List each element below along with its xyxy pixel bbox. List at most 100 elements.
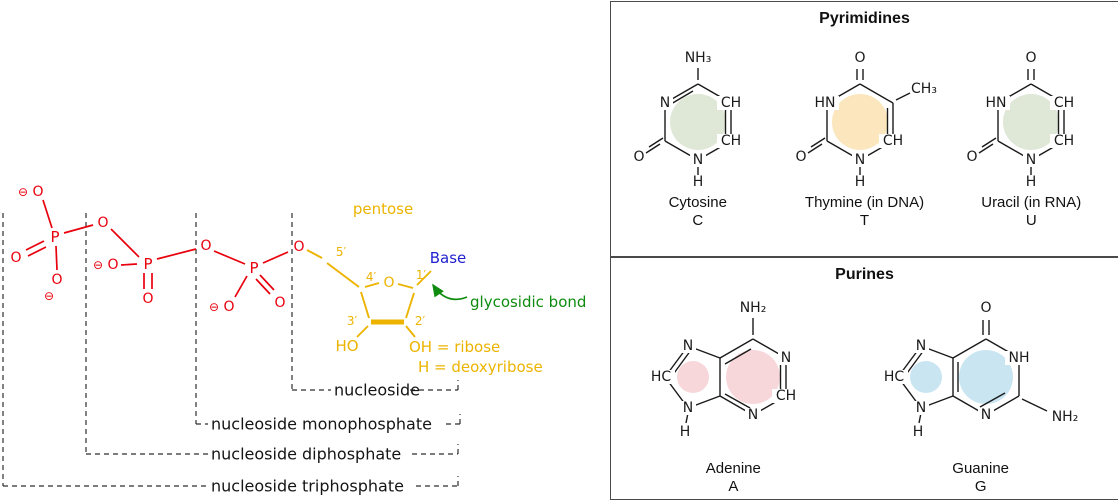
label-bg (689, 153, 706, 167)
nitrogen-atom: N (915, 338, 925, 354)
hydroxyl-ho-label: HO (335, 337, 358, 355)
molecule-letter: C (692, 212, 704, 229)
carbon-2-prime-label: 2′ (415, 314, 426, 328)
ch-group-label: CH (721, 133, 741, 149)
pyrimidines-panel: Pyrimidines (610, 1, 1118, 257)
label-bg (1023, 153, 1040, 167)
pentose-label: pentose (353, 200, 413, 218)
ch-group-label: CH (721, 95, 741, 111)
triphosphate-group: ⊖ O P O O ⊖ O ⊖ O P O O P ⊖ O O O (10, 184, 304, 315)
bridging-oxygen-atom: O (97, 215, 108, 231)
pyrimidines-title: Pyrimidines (819, 10, 910, 27)
cytosine-ring-fill (669, 94, 726, 150)
ch-group-label: CH (776, 388, 796, 404)
thymine-structure: O HN O N H CH CH₃ (795, 50, 937, 190)
adenine-fivering-fill (677, 361, 710, 393)
label-bg (1050, 96, 1078, 110)
molecule-thymine: O HN O N H CH CH₃ Thymine (in DNA) T (785, 30, 945, 230)
molecule-letter: G (974, 478, 987, 495)
purines-title: Purines (835, 266, 894, 283)
oxygen-atom: O (967, 149, 978, 165)
uracil-ring-fill (1003, 94, 1060, 150)
hn-group-label: HN (814, 95, 835, 111)
oxygen-atom: O (142, 291, 153, 307)
ring-oxygen-atom: O (383, 275, 394, 291)
label-bg (912, 339, 929, 353)
oxygen-atom: O (107, 257, 118, 273)
oxygen-atom: O (10, 250, 21, 266)
molecule-letter: U (1025, 212, 1037, 229)
oxygen-atom: O (633, 149, 644, 165)
ch-group-label: CH (1054, 95, 1074, 111)
amine-group-label: NH₂ (1051, 409, 1078, 425)
carbon-4-prime-label: 4′ (366, 270, 377, 284)
charge-minus: ⊖ (44, 289, 54, 303)
purines-row: NH₂ N CH N N HC N H Adenine A (611, 286, 1118, 496)
amine-group-label: NH₂ (740, 300, 767, 316)
nitrogen-atom: N (683, 338, 693, 354)
charge-minus: ⊖ (209, 300, 219, 314)
label-bg (851, 153, 868, 167)
nh-group-label: NH (1008, 350, 1029, 366)
charge-minus: ⊖ (18, 185, 28, 199)
carbon-5-prime-label: 5′ (336, 245, 347, 259)
molecule-adenine: NH₂ N CH N N HC N H Adenine A (623, 286, 843, 496)
glycosidic-bond-annotation: glycosidic bond (432, 283, 586, 311)
guanine-structure: O NH N N HC N H NH₂ (879, 300, 1078, 440)
molecule-letter: T (859, 212, 870, 229)
label-nucleoside: nucleoside (334, 381, 420, 400)
hn-group-label: HN (986, 95, 1007, 111)
cytosine-structure: NH₃ N O N H CH CH (633, 50, 744, 190)
nitrogen-atom: N (781, 350, 791, 366)
hc-group-label: HC (884, 369, 905, 385)
label-bg (982, 96, 1011, 110)
nitrogen-atom: N (748, 407, 758, 423)
pentose-sugar-group: O 5′ 4′ 1′ 3′ 2′ HO OH = ribose H = deox… (306, 200, 543, 376)
label-bg (745, 408, 762, 422)
hydrogen-atom: H (1026, 174, 1037, 190)
thymine-ring-fill (831, 94, 888, 150)
nitrogen-atom: N (854, 152, 864, 168)
label-nucleoside-triphosphate: nucleoside triphosphate (211, 477, 404, 496)
label-bg (977, 408, 994, 422)
label-bg (912, 401, 929, 415)
molecule-cytosine: NH₃ N O N H CH CH Cytosine C (618, 30, 778, 230)
amine-group-label: NH₃ (684, 50, 711, 66)
hydrogen-atom: H (854, 174, 865, 190)
ch-group-label: CH (1054, 133, 1074, 149)
molecule-name: Uracil (in RNA) (981, 194, 1082, 211)
molecule-name: Thymine (in DNA) (804, 194, 925, 211)
molecule-uracil: O HN O N H CH CH Uracil (in RNA) U (951, 30, 1111, 230)
bracket-lines (2, 213, 461, 487)
nitrogen-atom: N (683, 400, 693, 416)
hydrogen-atom: H (680, 424, 691, 440)
nitrogen-atom: N (660, 95, 670, 111)
nucleotide-structure-diagram: nucleoside nucleoside monophosphate nucl… (2, 184, 586, 496)
guanine-sixring-fill (958, 350, 1013, 404)
label-bg (879, 370, 908, 384)
label-bg (778, 351, 795, 365)
label-bg (680, 401, 697, 415)
oxygen-atom: O (795, 149, 806, 165)
oxygen-atom: O (854, 50, 865, 66)
bridging-oxygen-atom: O (293, 239, 304, 255)
label-bg (716, 134, 744, 148)
adenine-sixring-fill (726, 350, 781, 404)
nitrogen-atom: N (915, 400, 925, 416)
pyrimidines-row: NH₃ N O N H CH CH Cytosine C (611, 30, 1118, 230)
label-bg (680, 339, 697, 353)
methyl-group-label: CH₃ (911, 81, 937, 97)
oxygen-atom: O (223, 299, 234, 315)
charge-minus: ⊖ (93, 258, 103, 272)
glycosidic-bond-label: glycosidic bond (470, 293, 586, 311)
molecule-name: Guanine (952, 460, 1010, 477)
glycosidic-arrow (432, 283, 468, 301)
base-label: Base (430, 249, 467, 267)
uracil-structure: O HN O N H CH CH (967, 50, 1078, 190)
molecule-name: Adenine (705, 460, 761, 477)
label-bg (656, 96, 673, 110)
nitrogen-atom: N (980, 407, 990, 423)
carbon-1-prime-label: 1′ (416, 268, 427, 282)
molecule-name: Cytosine (668, 194, 727, 211)
